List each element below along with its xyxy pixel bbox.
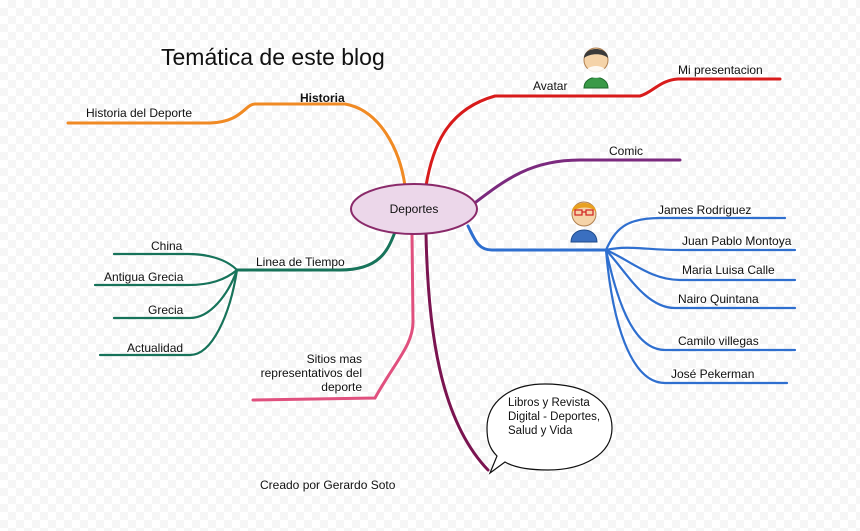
glasses-person-icon (570, 201, 598, 243)
people-link-2 (604, 246, 797, 252)
people-item-1: James Rodriguez (658, 203, 752, 217)
timeline-link-china (112, 252, 239, 272)
comic-label: Comic (609, 144, 644, 158)
libros-branch (424, 232, 490, 472)
credit-text: Creado por Gerardo Soto (260, 478, 396, 492)
timeline-branch (235, 230, 397, 272)
avatar-child-label: Mi presentacion (678, 63, 763, 77)
people-item-4: Nairo Quintana (678, 292, 759, 306)
people-link-3 (604, 248, 797, 282)
center-node-label: Deportes (389, 202, 439, 216)
people-item-5: Camilo villegas (678, 334, 759, 348)
center-node-shape (350, 183, 478, 235)
historia-branch (66, 102, 407, 188)
timeline-link-actualidad (98, 268, 239, 357)
timeline-link-grecia (112, 268, 239, 320)
historia-label: Historia (300, 91, 345, 105)
people-item-6: José Pekerman (671, 367, 755, 381)
timeline-item-grecia: Grecia (148, 303, 184, 317)
sitios-label: Sitios mas representativos del deporte (260, 352, 362, 394)
people-branch (466, 224, 608, 252)
comic-branch (470, 158, 682, 207)
timeline-link-antigua (93, 268, 239, 287)
timeline-label: Linea de Tiempo (256, 255, 345, 269)
people-item-2: Juan Pablo Montoya (682, 234, 792, 248)
page-title: Temática de este blog (161, 44, 385, 70)
people-item-3: Maria Luisa Calle (682, 263, 775, 277)
avatar-label: Avatar (533, 79, 568, 93)
people-link-5 (604, 248, 797, 352)
historia-child-label: Historia del Deporte (86, 106, 193, 120)
libros-bubble (486, 383, 613, 475)
people-link-1 (604, 216, 787, 252)
timeline-item-actualidad: Actualidad (127, 341, 184, 355)
people-link-4 (604, 248, 797, 310)
timeline-item-china: China (151, 239, 183, 253)
timeline-item-antigua-grecia: Antigua Grecia (104, 270, 184, 284)
libros-label: Libros y Revista Digital - Deportes, Sal… (508, 397, 601, 437)
sitios-branch (251, 232, 415, 402)
avatar-branch (424, 77, 782, 188)
people-link-6 (604, 248, 789, 385)
avatar-person-icon (583, 47, 609, 89)
